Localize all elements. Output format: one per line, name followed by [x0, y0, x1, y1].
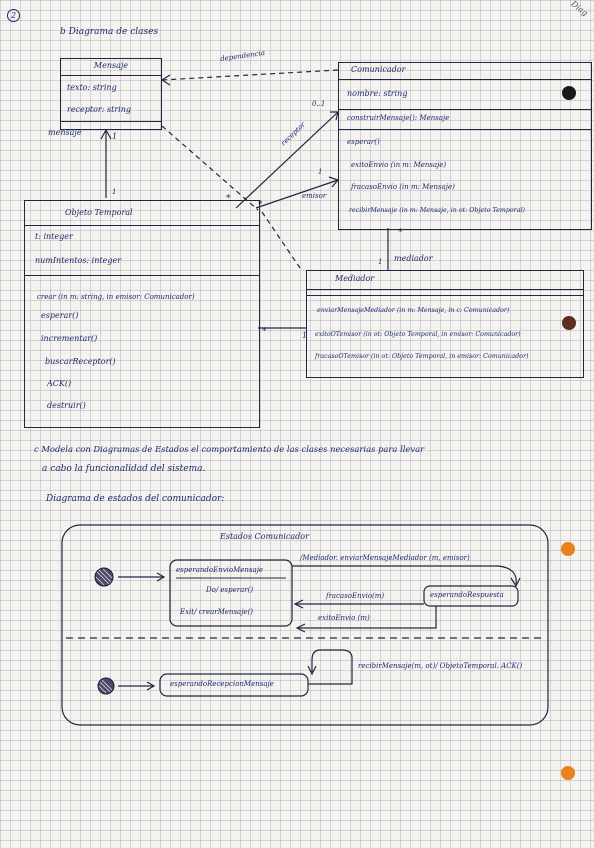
label-star-obj-1: *: [226, 194, 231, 204]
class-comunicador-op-2: exitoEnvio (in m: Mensaje): [351, 161, 447, 169]
label-star-obj-2: *: [258, 200, 263, 210]
state1-exit: Exit/ crearMensaje(): [180, 608, 253, 616]
binder-hole-dark: [562, 86, 576, 100]
heading-c-line1: c Modela con Diagramas de Estados el com…: [34, 444, 425, 454]
class-mediador-name: Mediador: [335, 274, 375, 283]
label-star-obj-med: *: [262, 327, 267, 337]
transition-success: [298, 606, 437, 629]
binder-hole-orange-1: [561, 542, 575, 556]
class-comunicador-op-0: construirMensaje(): Mensaje: [347, 114, 450, 122]
label-mediador-role: mediador: [394, 254, 433, 263]
state2-name: esperandoRespuesta: [430, 591, 504, 599]
label-mult-mensaje-bottom: 1: [112, 188, 117, 196]
label-emisor: emisor: [302, 192, 327, 200]
label-mult-emisor: 1: [318, 168, 323, 176]
label-mult-med-bottom: 1: [378, 258, 383, 266]
class-objeto-op-3: buscarReceptor(): [45, 357, 116, 366]
label-mult-receptor: 0..1: [312, 100, 326, 108]
state2-box: [423, 585, 519, 607]
transition-fail-label: fracasoEnvio(m): [326, 592, 385, 600]
class-mediador-op-1: exitoOTemisor (in ot: Objeto Temporal, i…: [315, 331, 521, 338]
class-comunicador-op-4: recibirMensaje (in m: Mensaje, in ot: Ob…: [349, 207, 525, 214]
class-mediador-op-2: fracasoOTemisor (in ot: Objeto Temporal,…: [315, 353, 529, 360]
class-mensaje-attr-0: texto: string: [67, 83, 117, 92]
statechart-title: Estados Comunicador: [220, 532, 309, 541]
state1-name: esperandoEnvioMensaje: [176, 566, 264, 574]
state1-box: [169, 559, 293, 627]
state1-do: Do/ esperar(): [206, 586, 254, 594]
initial-state-1: [94, 567, 114, 587]
heading-class-diagram: b Diagrama de clases: [60, 27, 159, 37]
label-mult-mensaje-top: 1: [112, 132, 118, 141]
class-objeto-attr-1: numIntentos: integer: [35, 256, 122, 265]
class-objeto-name: Objeto Temporal: [65, 208, 133, 217]
class-mediador: Mediador enviarMensajeMediador (in m: Me…: [306, 270, 584, 378]
class-objeto-temporal: Objeto Temporal t: integer numIntentos: …: [24, 200, 260, 428]
class-objeto-op-5: destruir(): [47, 401, 86, 410]
label-mult-med-left: 1: [302, 331, 308, 340]
state3-box: [159, 673, 309, 697]
binder-hole-orange-2: [561, 766, 575, 780]
emisor-line: [255, 179, 339, 209]
mensaje-mediador-dashed-2: [261, 211, 301, 269]
transition-recv: [308, 649, 353, 685]
binder-hole-brown: [562, 316, 576, 330]
transition-success-label: exitoEnvio (m): [318, 614, 370, 622]
initial-state-2: [97, 677, 115, 695]
receptor-line: [235, 111, 339, 209]
transition-recv-label: recibirMensaje(m, ot)/ ObjetoTemporal. A…: [358, 662, 523, 670]
dependency-line: [161, 69, 339, 81]
transition-send: [292, 565, 517, 585]
page-number: 2: [7, 9, 20, 22]
class-comunicador-name: Comunicador: [351, 65, 406, 74]
class-comunicador: Comunicador nombre: string construirMens…: [338, 62, 592, 230]
class-comunicador-op-3: fracasoEnvio (in m: Mensaje): [351, 183, 455, 191]
class-objeto-op-2: incrementar(): [41, 334, 98, 343]
statechart-box: [61, 524, 549, 726]
class-objeto-op-4: ACK(): [47, 379, 72, 388]
mensaje-mediador-dashed: [161, 125, 259, 211]
class-mensaje-attr-1: receptor: string: [67, 105, 131, 114]
class-comunicador-op-1: esperar(): [347, 138, 380, 146]
transition-send-label: /Mediador. enviarMensajeMediador (m, emi…: [300, 554, 470, 562]
state3-name: esperandoRecepcionMensaje: [170, 680, 274, 688]
class-mensaje-name: Mensaje: [93, 61, 129, 70]
label-mensaje-role: mensaje: [48, 128, 82, 137]
dependency-arrowhead: [160, 74, 171, 86]
class-objeto-op-1: esperar(): [41, 311, 79, 320]
class-objeto-op-0: crear (in m: string, in emisor: Comunica…: [37, 293, 195, 301]
label-mult-med-top: *: [398, 228, 403, 238]
class-objeto-attr-0: t: integer: [35, 232, 73, 241]
heading-c-line2: a cabo la funcionalidad del sistema.: [42, 464, 206, 474]
class-mediador-op-0: enviarMensajeMediador (in m: Mensaje, in…: [317, 307, 510, 314]
subheading-statechart: Diagrama de estados del comunicador:: [46, 494, 225, 504]
class-mensaje: Mensaje texto: string receptor: string: [60, 58, 162, 130]
mensaje-assoc-arrowhead: [100, 128, 112, 140]
class-comunicador-attr-0: nombre: string: [347, 89, 408, 98]
